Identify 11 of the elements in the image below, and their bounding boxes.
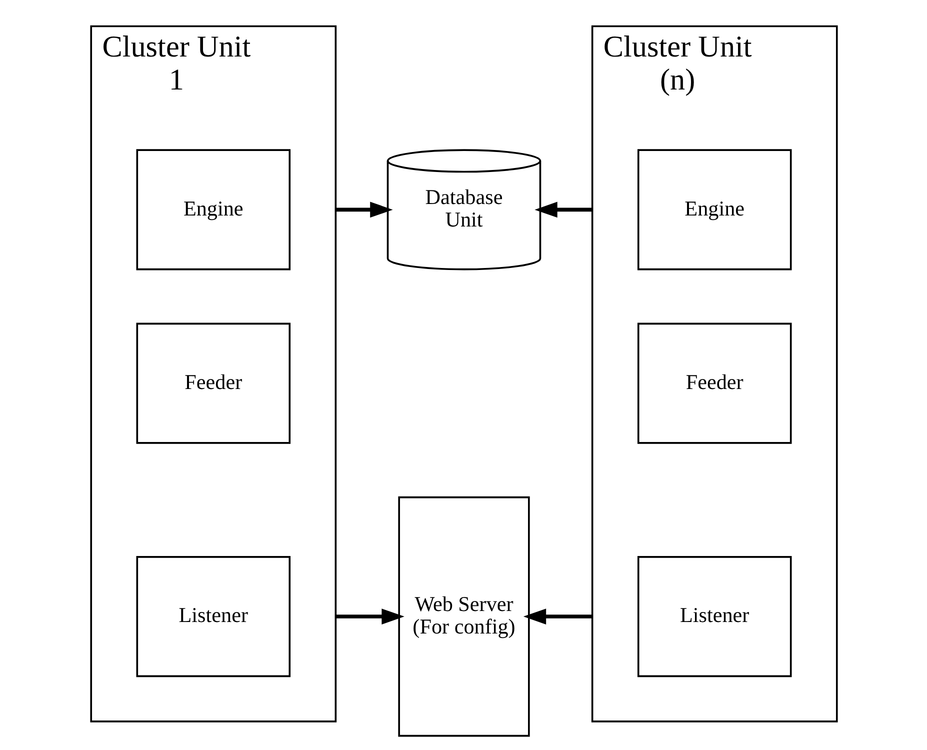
node-box: Feeder <box>636 322 792 444</box>
arrow <box>534 202 592 218</box>
arrow <box>522 608 592 624</box>
node-box: Engine <box>636 149 792 270</box>
node-box: Feeder <box>136 322 290 444</box>
node-box: Listener <box>136 556 290 678</box>
node-box: Web Server (For config) <box>398 496 530 737</box>
arrow <box>335 202 392 218</box>
arrow <box>335 608 404 624</box>
node-box: Listener <box>636 556 792 678</box>
node-box: Engine <box>136 149 290 270</box>
